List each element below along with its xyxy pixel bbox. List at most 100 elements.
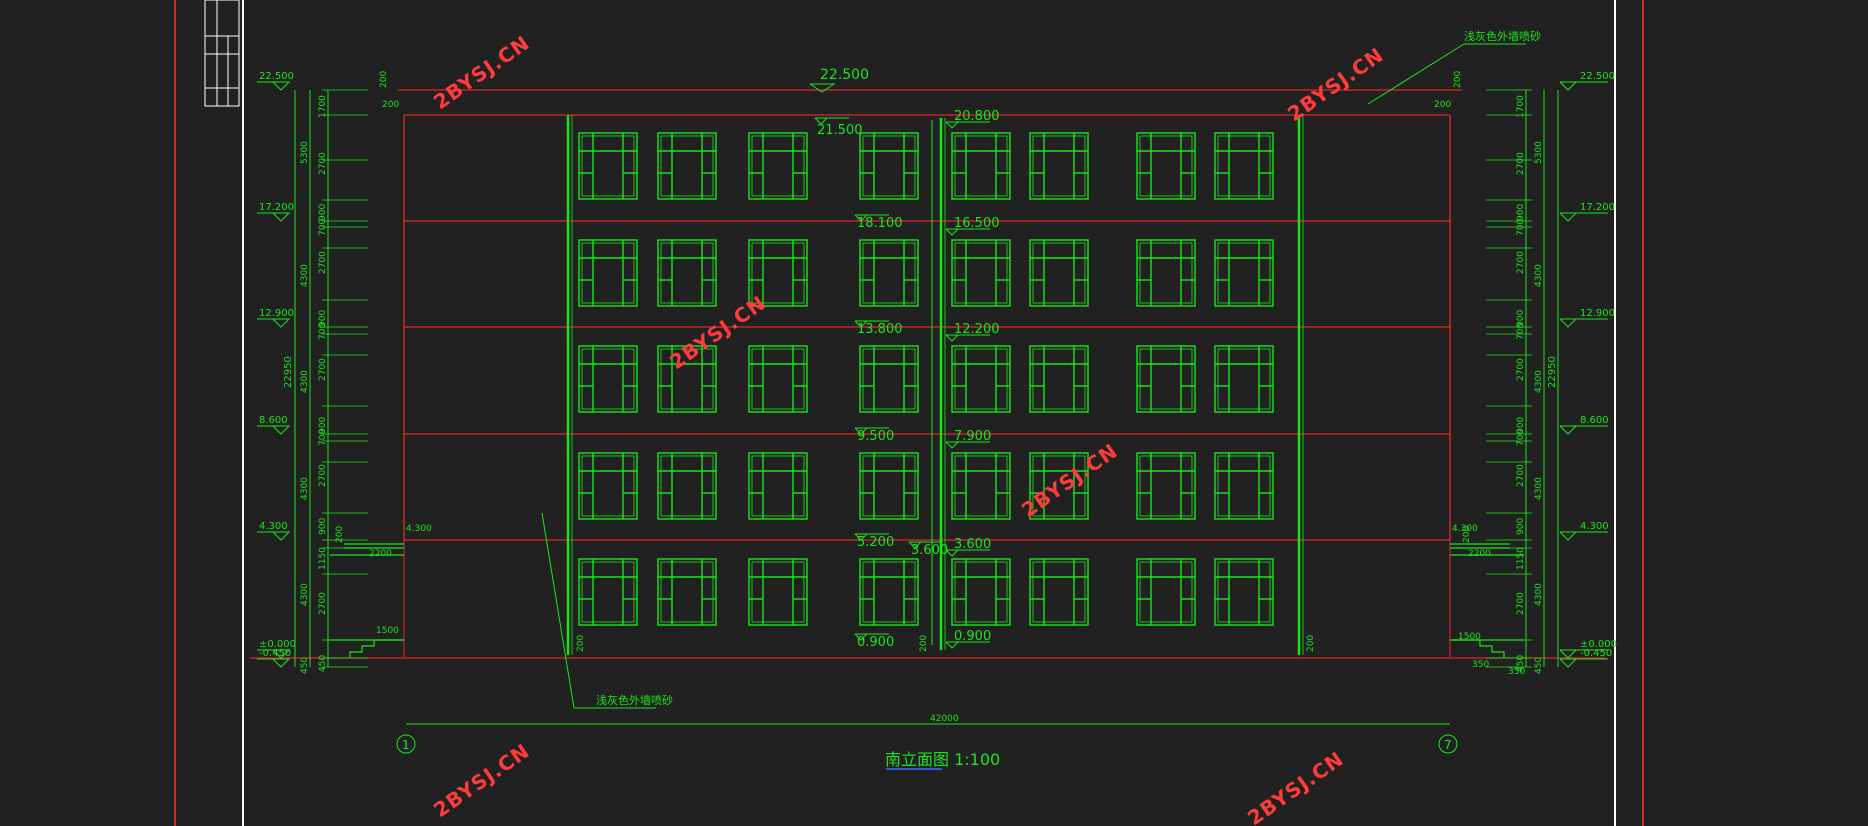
sub-dim: 900: [318, 518, 328, 535]
svg-text:4.300: 4.300: [259, 521, 288, 532]
window: [1029, 239, 1089, 307]
floor-dim: 5300: [300, 141, 310, 164]
level-mark: 12.900: [257, 308, 294, 328]
material-note-bottom: 浅灰色外墙喷砂: [596, 693, 673, 707]
material-note-top-leader: [1367, 43, 1465, 105]
material-note-top: 浅灰色外墙喷砂: [1464, 29, 1541, 43]
axis-bubble-left: [396, 734, 416, 754]
sub-dim: 900: [318, 204, 328, 221]
sub-dim: 700: [318, 219, 328, 236]
canopy-width-right: 2200: [1468, 549, 1491, 559]
window: [578, 132, 638, 200]
sub-dim: 1150: [1516, 547, 1526, 570]
svg-text:-0.450: -0.450: [1580, 648, 1612, 659]
window: [1029, 132, 1089, 200]
sub-dim: 900: [318, 310, 328, 327]
steps-right: [1450, 639, 1505, 658]
floor-dim: 4300: [300, 370, 310, 393]
floor-dim: 4300: [1534, 264, 1544, 287]
watermark-2: 2BYSJ.CN: [1283, 43, 1388, 127]
total-height: 22950: [283, 356, 294, 388]
window: [1214, 345, 1274, 413]
base-dim-3: 200: [1306, 635, 1316, 652]
svg-text:21.500: 21.500: [817, 123, 863, 138]
window: [1214, 132, 1274, 200]
axis-bubble-right: [1438, 734, 1458, 754]
sub-dim: 2700: [1516, 152, 1526, 175]
sub-dim: 2700: [1516, 592, 1526, 615]
stair-level-left: 5.200: [854, 533, 894, 550]
sub-dim: 900: [1516, 310, 1526, 327]
sub-dim: 900: [1516, 417, 1526, 434]
canopy-width-left: 2200: [369, 549, 392, 559]
base-dim-1: 200: [576, 635, 586, 652]
sub-dim: 2700: [1516, 251, 1526, 274]
svg-text:3.600: 3.600: [954, 537, 991, 552]
stair-level-right: 16.500: [945, 216, 1000, 236]
sub-dim: 450: [1516, 655, 1526, 672]
sub-dim: 700: [1516, 429, 1526, 446]
roof-level-label: 22.500: [820, 67, 869, 83]
svg-text:7.900: 7.900: [954, 429, 991, 444]
floor-dim: 4300: [1534, 583, 1544, 606]
window: [578, 345, 638, 413]
window: [1136, 239, 1196, 307]
level-mark: 12.900: [1559, 308, 1615, 328]
window: [657, 132, 717, 200]
floor-dim: 5300: [1534, 141, 1544, 164]
stair-level-right: 0.900: [945, 629, 991, 649]
sub-dim: 700: [1516, 219, 1526, 236]
window: [951, 558, 1011, 626]
watermark-5: 2BYSJ.CN: [429, 739, 534, 823]
step-dim-1: 350: [1472, 660, 1489, 670]
watermark-6: 2BYSJ.CN: [1243, 747, 1348, 826]
svg-text:17.200: 17.200: [1580, 202, 1615, 213]
floor-dim: 4300: [300, 264, 310, 287]
building-outline: [250, 89, 1606, 659]
window: [1136, 452, 1196, 520]
sheet-frame: [174, 0, 1644, 826]
level-mark: 22.500: [257, 71, 294, 91]
left-dimension-chain: 22.50017.20012.9008.6004.300±0.000-0.450…: [257, 71, 368, 674]
sub-dim: 1700: [318, 95, 328, 118]
window: [1029, 452, 1089, 520]
svg-text:13.800: 13.800: [857, 322, 903, 337]
canopy-level-right: 4.300: [1452, 524, 1478, 534]
window: [859, 558, 919, 626]
svg-text:17.200: 17.200: [259, 202, 294, 213]
watermarks: 2BYSJ.CN 2BYSJ.CN 2BYSJ.CN 2BYSJ.CN 2BYS…: [429, 31, 1388, 826]
window: [748, 239, 808, 307]
floor-dim: 450: [300, 657, 310, 674]
material-note-bottom-leader: [541, 512, 575, 709]
sub-dim: 2700: [318, 358, 328, 381]
right-dimension-chain: 22.50017.20012.9008.6004.300±0.000-0.450…: [1486, 71, 1617, 674]
stair-level-right: 12.200: [945, 322, 1000, 342]
sub-dim: 1150: [318, 547, 328, 570]
svg-text:0.900: 0.900: [954, 629, 991, 644]
window: [748, 132, 808, 200]
window: [748, 345, 808, 413]
window: [748, 452, 808, 520]
base-dim-2: 200: [919, 635, 929, 652]
sub-dim: 900: [1516, 204, 1526, 221]
window: [578, 239, 638, 307]
window: [951, 132, 1011, 200]
window: [859, 452, 919, 520]
window: [1136, 345, 1196, 413]
svg-text:22.500: 22.500: [259, 71, 294, 82]
parapet-dim-left: 200: [379, 71, 389, 88]
svg-text:0.900: 0.900: [857, 635, 894, 650]
sub-dim: 700: [318, 429, 328, 446]
overall-dimension-label: 42000: [930, 714, 959, 724]
roof-level-mark: [809, 83, 836, 93]
green-linework: [330, 115, 1524, 658]
window: [657, 239, 717, 307]
level-mark: ±0.000: [1559, 639, 1617, 659]
window: [657, 345, 717, 413]
floor-dim: 4300: [1534, 477, 1544, 500]
step-width-right: 1500: [1458, 632, 1481, 642]
window-group: [578, 132, 1274, 626]
stair-level-right: 3.600: [945, 537, 991, 557]
